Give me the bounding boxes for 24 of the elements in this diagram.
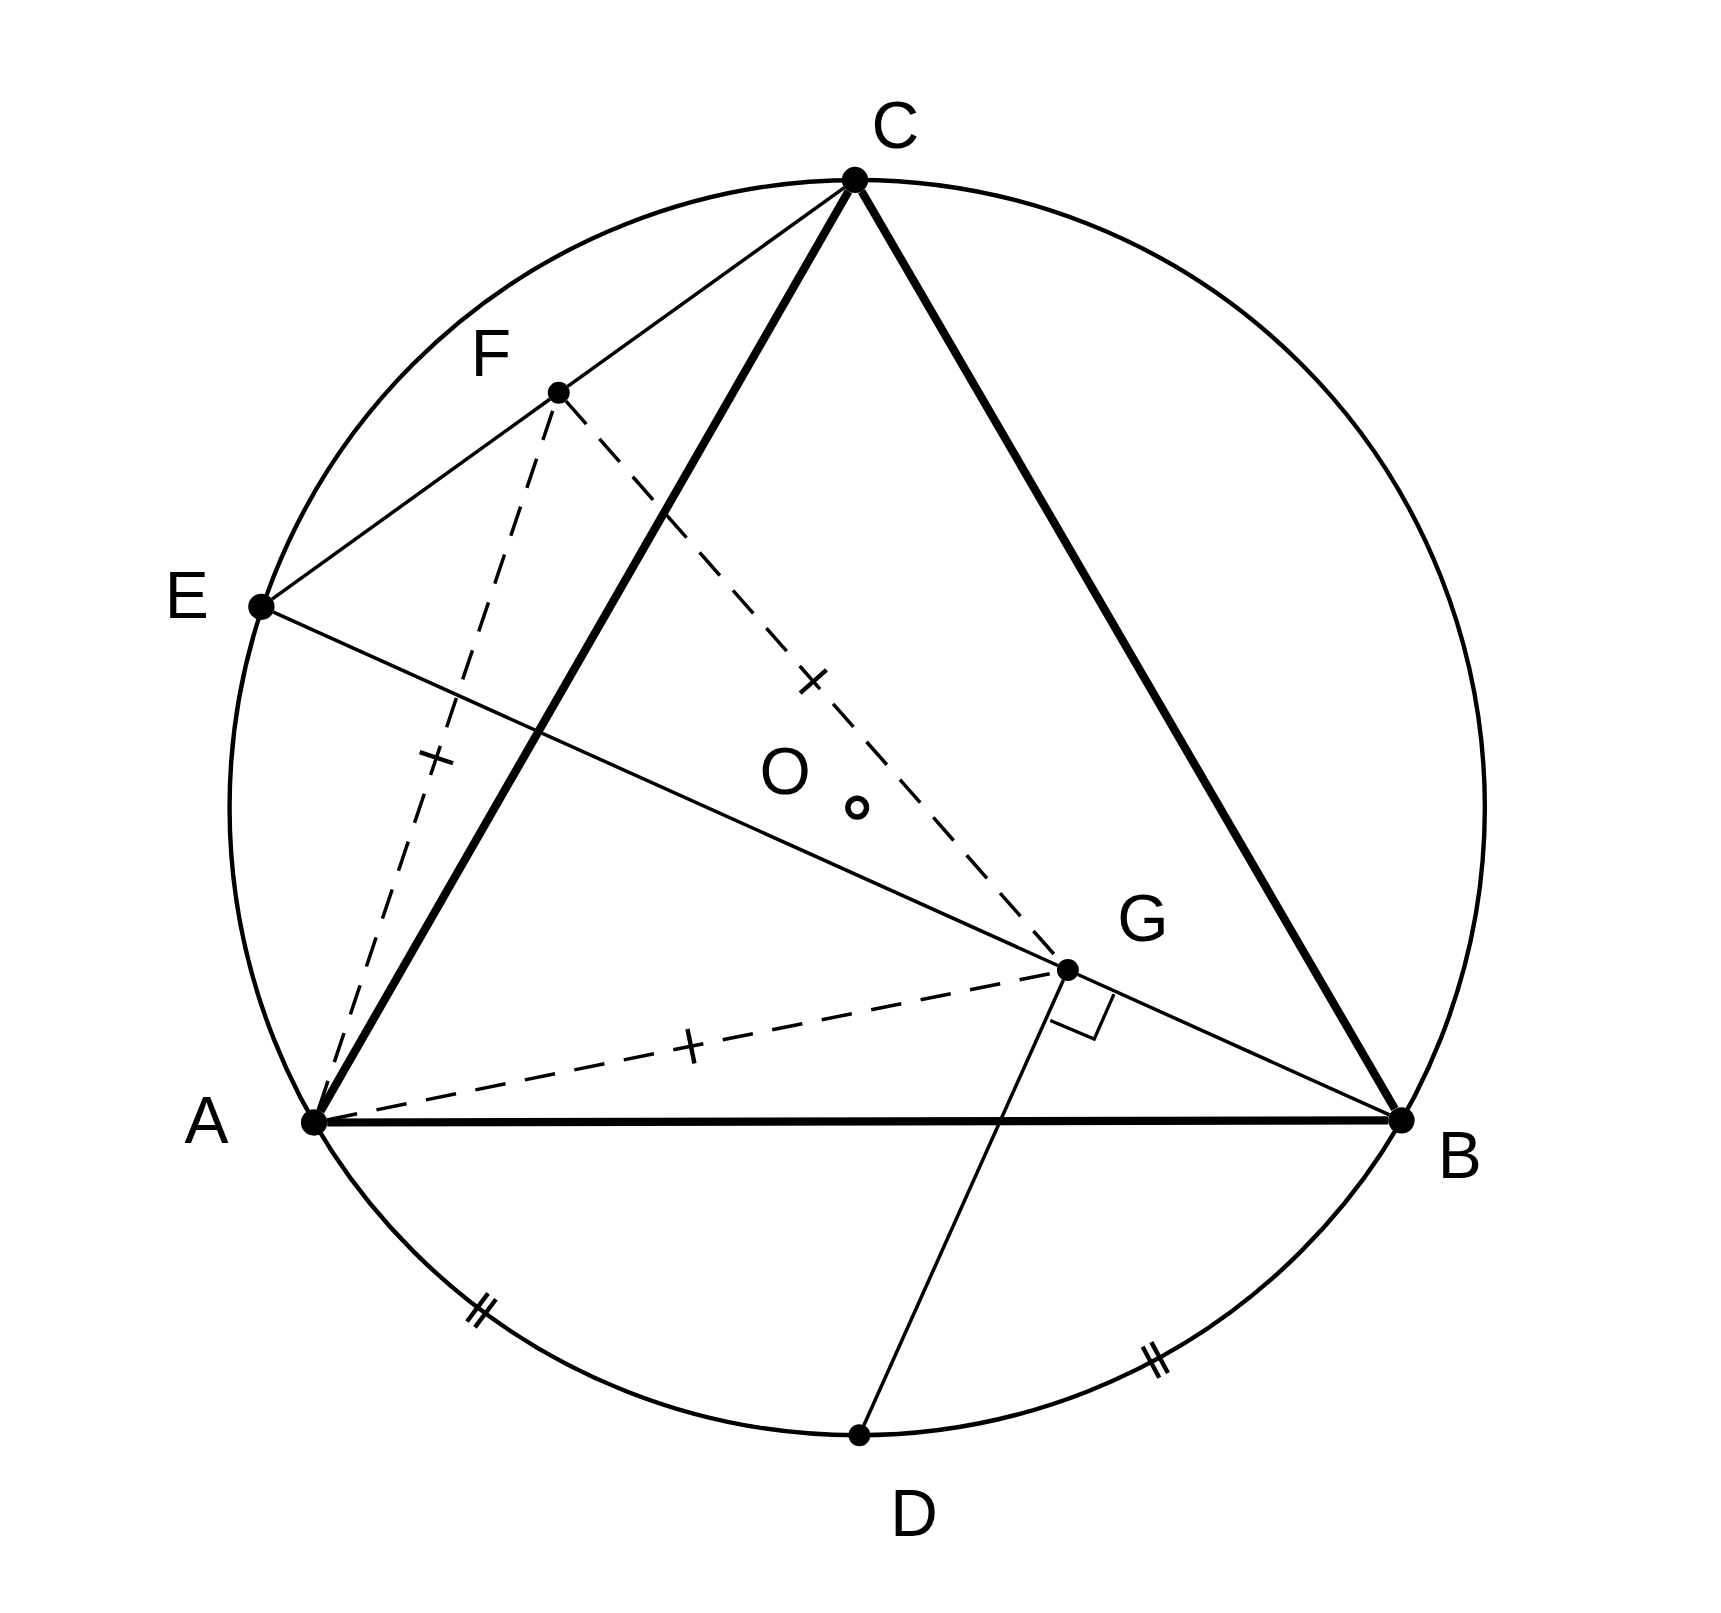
line-segment <box>272 610 1059 968</box>
line-segment <box>271 397 551 601</box>
point-label: E <box>164 561 209 628</box>
line-segment <box>1077 972 1391 1117</box>
line-segment <box>566 186 846 388</box>
point-dot <box>841 166 869 194</box>
point-label: G <box>1117 884 1169 951</box>
point-label: C <box>871 92 920 159</box>
point-label: A <box>184 1086 229 1153</box>
thick-line <box>327 1116 1389 1127</box>
point-dot <box>1388 1107 1415 1134</box>
point-dot <box>300 1109 328 1136</box>
center-point <box>845 795 870 820</box>
thick-line <box>317 189 853 1114</box>
point-dot <box>547 381 570 404</box>
point-label: B <box>1437 1121 1482 1188</box>
point-label: O <box>759 737 811 804</box>
line-segment <box>862 979 1065 1426</box>
point-dot <box>1056 959 1079 981</box>
point-label: F <box>470 320 512 387</box>
thick-line <box>858 189 1399 1111</box>
point-dot <box>248 593 275 620</box>
point-dot <box>848 1424 871 1447</box>
point-label: D <box>890 1479 938 1546</box>
